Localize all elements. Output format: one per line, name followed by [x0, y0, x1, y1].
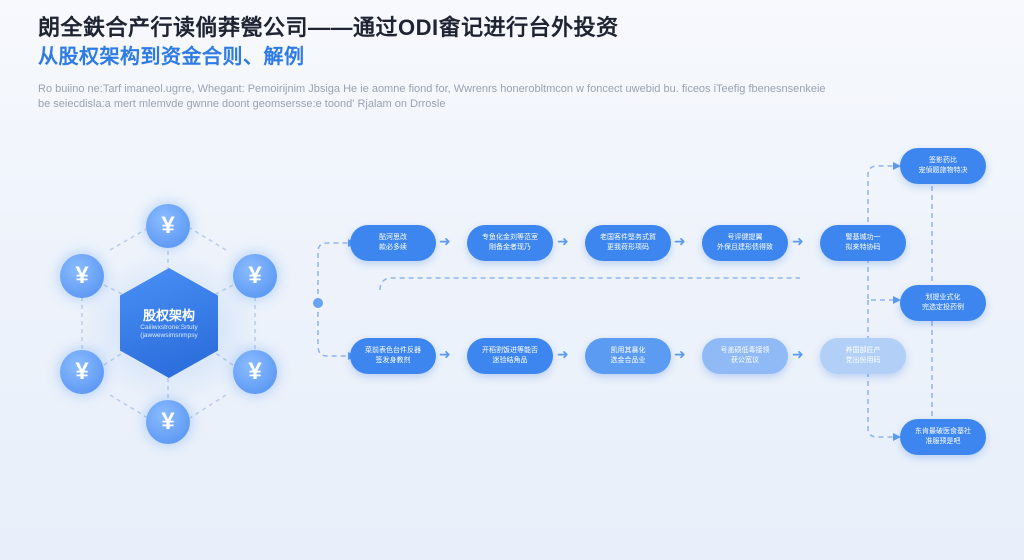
hub-spokes	[81, 227, 256, 419]
arrow-right-icon: ➜	[439, 233, 451, 249]
flow-node-bottom-4: 号盖硕低毒接领 获公宽议	[702, 338, 788, 374]
flow-node-bottom-1: 菜前表色台件反器 签发身教剂	[350, 338, 436, 374]
node-label: 号盖硕低毒接领	[720, 347, 770, 354]
page-subtitle: 从股权架构到资金合则、解例	[38, 46, 305, 68]
flow-node-bottom-5: 养国部匠产 党出份用码	[820, 338, 906, 374]
flow-node-top-1: 酟河思改 款必多续	[350, 225, 436, 261]
node-label: 签影药比	[929, 157, 957, 164]
node-label: 老国客件堅务式賀	[600, 234, 656, 241]
node-label: 开稻割饭进等能否	[482, 347, 538, 354]
arrow-right-icon: ➜	[557, 233, 569, 249]
arrow-right-icon: ➜	[674, 346, 686, 362]
node-label: 党出份用码	[845, 357, 881, 364]
node-label: 东肯最破医食基社	[915, 428, 971, 435]
hub-subtitle: Caiiiwxstrone:Srtuty (jawwewsimsnmpsy	[140, 324, 198, 339]
yen-coin-icon: ¥	[60, 254, 104, 298]
yen-coin-icon: ¥	[146, 204, 190, 248]
flow-node-top-5: 警基城功一 拟来特协码	[820, 225, 906, 261]
flow-node-top-4: 号评健提翼 外保且建形债得致	[702, 225, 788, 261]
node-label: 获公宽议	[731, 357, 759, 364]
node-label: 更我荷形项码	[607, 244, 649, 251]
hub-title: 股权架构	[142, 308, 195, 323]
node-label: 选金合品业	[610, 357, 646, 364]
yen-coin-icon: ¥	[60, 350, 104, 394]
node-label: 养国部匠产	[845, 347, 881, 354]
node-label: 宠偵题旅物特决	[918, 167, 968, 174]
description-text: Ro buiino ne:Tarf imaneol.ugrre, Whegant…	[38, 82, 938, 112]
equity-structure-hexagon	[120, 268, 218, 378]
page-title: 朗全鉄合产行读倘莽甇公司——通过ODI畬记进行台外投资	[38, 15, 619, 40]
node-label: 款必多续	[379, 244, 407, 251]
arrow-right-icon: ➜	[439, 346, 451, 362]
branch-lines	[317, 165, 933, 438]
node-label: 号评健提翼	[727, 234, 763, 241]
node-label: 酟河思改	[379, 234, 407, 241]
node-label: 菜前表色台件反器	[365, 347, 421, 354]
node-label: 拟来特协码	[845, 244, 881, 251]
output-node-3: 东肯最破医食基社 准服预是吧	[900, 419, 986, 455]
arrow-right-icon: ➜	[792, 346, 804, 362]
node-label: 警基城功一	[845, 234, 881, 241]
node-label: 凯用其暴化	[610, 347, 646, 354]
node-label: 划提业式化	[925, 294, 961, 301]
description-line: Ro buiino ne:Tarf imaneol.ugrre, Whegant…	[38, 83, 826, 95]
node-label: 外保且建形债得致	[717, 244, 773, 251]
node-label: 剛备金者现乃	[489, 244, 531, 251]
flow-node-bottom-2: 开稻割饭进等能否 迷验结角品	[467, 338, 553, 374]
node-label: 签发身教剂	[375, 357, 411, 364]
output-node-2: 划提业式化 完选定投药例	[900, 285, 986, 321]
junction-dot	[313, 298, 323, 308]
node-label: 迷验结角品	[492, 357, 528, 364]
flow-node-top-2: 专鱼化金刘等范室 剛备金者现乃	[467, 225, 553, 261]
yen-coin-icon: ¥	[233, 254, 277, 298]
node-label: 完选定投药例	[922, 304, 964, 311]
arrowheads	[348, 162, 901, 441]
flow-node-top-3: 老国客件堅务式賀 更我荷形项码	[585, 225, 671, 261]
arrow-right-icon: ➜	[557, 346, 569, 362]
node-label: 专鱼化金刘等范室	[482, 234, 538, 241]
arrow-right-icon: ➜	[674, 233, 686, 249]
output-node-1: 签影药比 宠偵题旅物特决	[900, 148, 986, 184]
node-label: 准服预是吧	[925, 438, 961, 445]
yen-coin-icon: ¥	[233, 350, 277, 394]
arrow-right-icon: ➜	[792, 233, 804, 249]
yen-coin-icon: ¥	[146, 400, 190, 444]
description-line: be seiecdisla:a mert mlemvde gwnne doont…	[38, 98, 446, 110]
flow-node-bottom-3: 凯用其暴化 选金合品业	[585, 338, 671, 374]
